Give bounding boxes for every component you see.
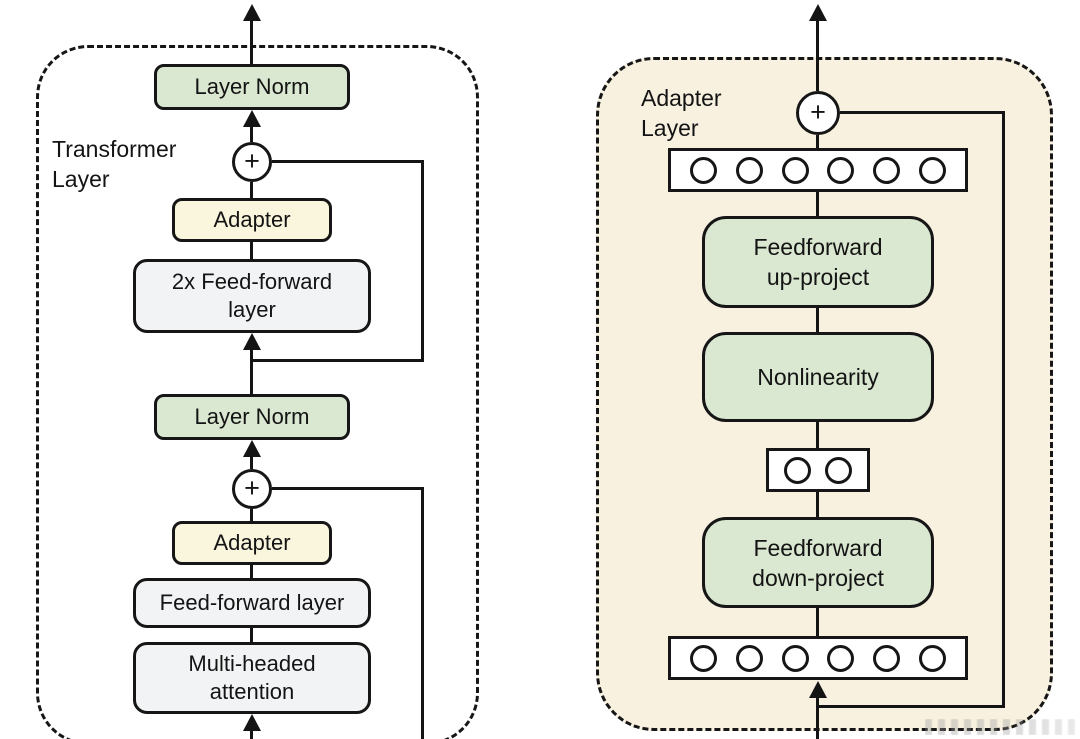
feature-circle [873, 156, 901, 184]
skip-connection-line [840, 111, 1004, 114]
connector-line [250, 242, 253, 259]
feature-circle [781, 156, 809, 184]
connector-line [250, 565, 253, 578]
feature-circle [735, 156, 763, 184]
connector-line [250, 182, 253, 198]
skip-connection-line [818, 705, 1004, 708]
skip-connection-line [252, 359, 424, 362]
feature-circle [735, 644, 763, 672]
arrow-up-icon [809, 681, 827, 698]
adapter-top-box: Adapter [172, 198, 332, 242]
feature-circle [825, 456, 853, 484]
feature-circle [689, 156, 717, 184]
feature-circle [873, 644, 901, 672]
connector-line [816, 608, 819, 636]
connector-line [816, 492, 819, 517]
arrow-up-icon [243, 4, 261, 21]
skip-connection-line [272, 487, 424, 490]
feature-circle [827, 644, 855, 672]
connector-line [250, 509, 253, 521]
layer-norm-top-box: Layer Norm [154, 64, 350, 110]
feature-row-bottom [668, 636, 968, 680]
feature-circle [689, 644, 717, 672]
layer-norm-bottom-box: Layer Norm [154, 394, 350, 440]
connector-line [816, 192, 819, 216]
adapter-layer-label: Adapter Layer [641, 85, 722, 141]
connector-line [250, 18, 253, 64]
adapter-bottom-box: Adapter [172, 521, 332, 565]
add-residual-adapter-node: + [796, 91, 840, 135]
feed-forward-layer-box: Feed-forward layer [133, 578, 371, 628]
add-residual-top-node: + [232, 142, 272, 182]
arrow-up-icon [809, 4, 827, 21]
skip-connection-line [1002, 111, 1005, 708]
connector-line [250, 454, 253, 469]
feature-circle [783, 456, 811, 484]
feature-circle [827, 156, 855, 184]
multi-headed-attention-box: Multi-headed attention [133, 642, 371, 714]
arrow-up-icon [243, 110, 261, 127]
add-residual-bottom-node: + [232, 469, 272, 509]
bottleneck-feature-row [766, 448, 870, 492]
connector-line [816, 308, 819, 332]
arrow-up-icon [243, 440, 261, 457]
connector-line [816, 422, 819, 448]
skip-connection-line [272, 160, 424, 163]
feedforward-up-project-box: Feedforward up-project [702, 216, 934, 308]
connector-line [250, 124, 253, 142]
connector-line [816, 18, 819, 91]
connector-line [250, 728, 253, 739]
connector-line [816, 135, 819, 148]
connector-line [816, 696, 819, 739]
nonlinearity-box: Nonlinearity [702, 332, 934, 422]
feature-circle [919, 644, 947, 672]
transformer-layer-label: Transformer Layer [52, 136, 177, 192]
feed-forward-2x-box: 2x Feed-forward layer [133, 259, 371, 333]
skip-connection-line [421, 160, 424, 362]
feature-circle [919, 156, 947, 184]
watermark-illegible [925, 719, 1075, 735]
arrow-up-icon [243, 333, 261, 350]
skip-connection-line [421, 487, 424, 739]
feature-circle [781, 644, 809, 672]
arrow-up-icon [243, 714, 261, 731]
connector-line [250, 628, 253, 642]
connector-line [250, 348, 253, 394]
feature-row-top [668, 148, 968, 192]
feedforward-down-project-box: Feedforward down-project [702, 517, 934, 608]
